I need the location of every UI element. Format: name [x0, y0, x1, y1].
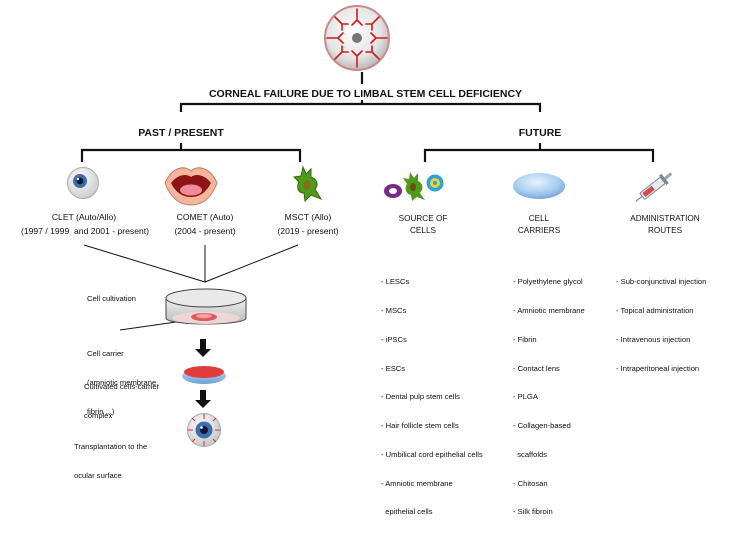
source-of-cells-label-2: CELLS — [410, 226, 436, 235]
transplantation-label: Transplantation to the ocular surface — [74, 423, 147, 500]
diagram-canvas: CORNEAL FAILURE DUE TO LIMBAL STEM CELL … — [20, 5, 706, 516]
list-item: epithelial cells — [381, 507, 433, 517]
future-bracket — [423, 143, 655, 162]
list-item: - Intravenous injection — [616, 334, 691, 344]
syringe-icon — [636, 172, 673, 203]
list-item: - PLGA — [513, 392, 538, 402]
cells-carrier-complex-icon — [182, 366, 226, 384]
administration-routes-label-1: ADMINISTRATION — [630, 214, 700, 223]
diagram-title: CORNEAL FAILURE DUE TO LIMBAL STEM CELL … — [208, 88, 523, 100]
list-item: - Amniotic membrane — [381, 478, 453, 488]
connector-lines — [80, 72, 655, 408]
future-heading: FUTURE — [518, 127, 562, 139]
cornea-icon — [324, 5, 390, 71]
arrow-head-1 — [195, 349, 211, 357]
list-item: - iPSCs — [381, 334, 407, 344]
list-item: - LESCs — [381, 277, 410, 287]
list-item: - Dental pulp stem cells — [381, 392, 460, 402]
msct-years: (2019 - present) — [277, 226, 339, 236]
cell-carrier-line: Cell carrier — [87, 349, 124, 359]
clet-years: (1997 / 1999 and 2001 - present) — [20, 226, 150, 236]
cell-carrier-line: (amniotic membrane, — [87, 377, 159, 387]
arrow-shaft-2 — [200, 390, 206, 400]
cell-carriers-label-2: CARRIERS — [517, 226, 561, 235]
cells-carrier-complex-label: Cultivated cells-carrier complex — [84, 363, 159, 440]
cell-icon — [293, 165, 323, 203]
cell-carrier-line: fibrin ...) — [87, 406, 115, 416]
transplant-line: Transplantation to the — [74, 442, 148, 452]
list-item: - Amniotic membrane — [513, 305, 585, 315]
complex-line: Cultivated cells-carrier — [84, 382, 160, 392]
list-item: - Hair follicle stem cells — [381, 421, 459, 431]
eye-icon — [67, 167, 99, 199]
list-item: scaffolds — [513, 449, 548, 459]
complex-line: complex — [84, 410, 113, 420]
list-item: - ESCs — [381, 363, 406, 373]
past-present-heading: PAST / PRESENT — [138, 127, 224, 139]
list-item: - Intraperitoneal injection — [616, 363, 700, 373]
arrow-shaft-1 — [200, 339, 206, 349]
top-horizontal-connector — [179, 100, 542, 112]
cell-carriers-label-1: CELL — [528, 214, 550, 223]
list-item: - Topical administration — [616, 305, 694, 315]
comet-years: (2004 - present) — [174, 226, 236, 236]
list-item: - Contact lens — [513, 363, 560, 373]
list-item: - Chitosan — [513, 478, 548, 488]
source-of-cells-label-1: SOURCE OF — [398, 214, 448, 223]
list-item: - Fibrin — [513, 334, 537, 344]
list-item: - Umbilical cord epithelial cells — [381, 449, 483, 459]
list-item: - MSCs — [381, 305, 407, 315]
stem-cells-icon — [384, 172, 444, 201]
administration-routes-list: - Sub-conjunctival injection - Topical a… — [616, 258, 706, 392]
arrow-head-2 — [195, 400, 211, 408]
past-bracket — [80, 143, 302, 162]
petri-dish-icon — [165, 288, 247, 325]
mouth-icon — [164, 167, 218, 206]
list-item: - Polyethylene glycol — [513, 277, 583, 287]
msct-name: MSCT (Allo) — [284, 212, 332, 222]
transplanted-eye-icon — [187, 413, 221, 447]
transplant-line: ocular surface — [74, 470, 122, 480]
cell-carrier-label: Cell carrier (amniotic membrane, fibrin … — [87, 330, 158, 436]
cell-carriers-list: - Polyethylene glycol - Amniotic membran… — [513, 258, 585, 536]
funnel-line-left — [83, 244, 206, 283]
list-item: - Sub-conjunctival injection — [616, 277, 707, 287]
administration-routes-label-2: ROUTES — [647, 226, 683, 235]
funnel-line-right — [204, 244, 299, 283]
contact-lens-icon — [513, 173, 565, 199]
cell-cultivation-label: Cell cultivation — [87, 294, 136, 303]
clet-name: CLET (Auto/Allo) — [51, 212, 117, 222]
source-of-cells-list: - LESCs - MSCs - iPSCs - ESCs - Dental p… — [381, 258, 483, 536]
list-item: - Silk fibroin — [513, 507, 553, 517]
comet-name: COMET (Auto) — [176, 212, 234, 222]
list-item: - Collagen-based — [513, 421, 571, 431]
